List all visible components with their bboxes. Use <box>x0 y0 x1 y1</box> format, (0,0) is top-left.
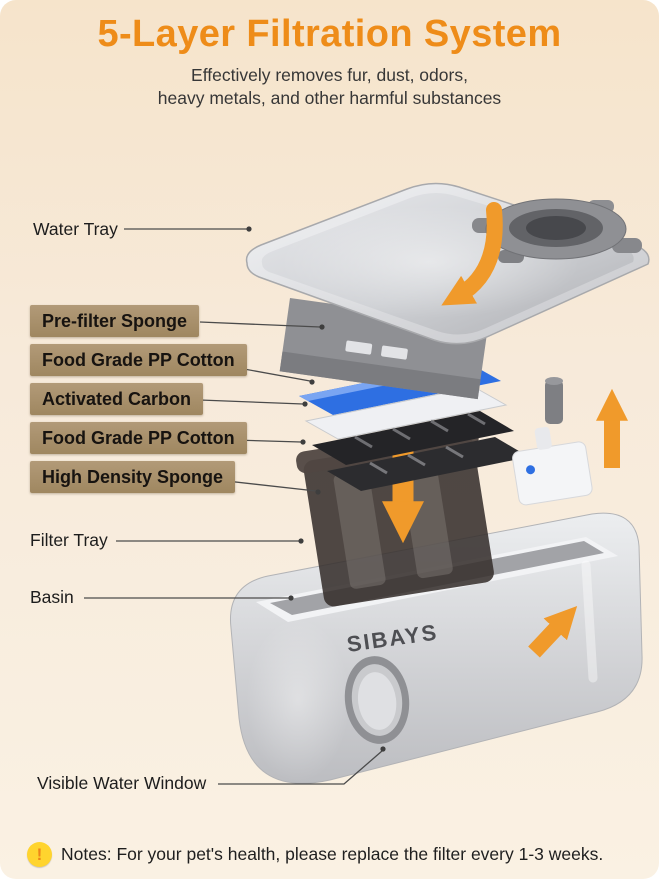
label-high-density-sponge: High Density Sponge <box>30 461 236 493</box>
label-filter-tray: Filter Tray <box>30 530 108 550</box>
label-water-tray: Water Tray <box>33 219 118 239</box>
layer-white-cotton <box>304 386 508 440</box>
label-food-grade-pp-cotton-2: Food Grade PP Cotton <box>30 422 247 454</box>
label-pre-filter-sponge: Pre-filter Sponge <box>30 305 200 337</box>
leader-dots <box>246 226 386 752</box>
label-food-grade-pp-cotton-1: Food Grade PP Cotton <box>30 344 247 376</box>
note-text: Notes: For your pet's health, please rep… <box>61 844 604 864</box>
subtitle-line-2: heavy metals, and other harmful substanc… <box>157 88 502 109</box>
page-title: 5-Layer Filtration System <box>97 13 562 55</box>
label-visible-water-window: Visible Water Window <box>37 773 207 793</box>
arrow-curved-tray <box>441 202 503 306</box>
note-bar: ! Notes: For your pet's health, please r… <box>27 842 603 867</box>
leader-lines <box>84 228 383 785</box>
warning-icon: ! <box>27 842 52 867</box>
subtitle-line-1: Effectively removes fur, dust, odors, <box>191 65 468 85</box>
label-basin: Basin <box>30 587 74 607</box>
outlet-cylinder <box>545 377 563 424</box>
pump-collar-ring <box>472 198 642 263</box>
water-window <box>344 656 410 744</box>
pump-unit <box>512 426 593 506</box>
label-activated-carbon: Activated Carbon <box>30 383 204 415</box>
page-subtitle: Effectively removes fur, dust, odors, he… <box>0 64 659 111</box>
layer-sponge-dark <box>327 437 529 491</box>
layer-activated-carbon <box>312 411 514 465</box>
arrow-up-diagonal <box>528 605 578 658</box>
